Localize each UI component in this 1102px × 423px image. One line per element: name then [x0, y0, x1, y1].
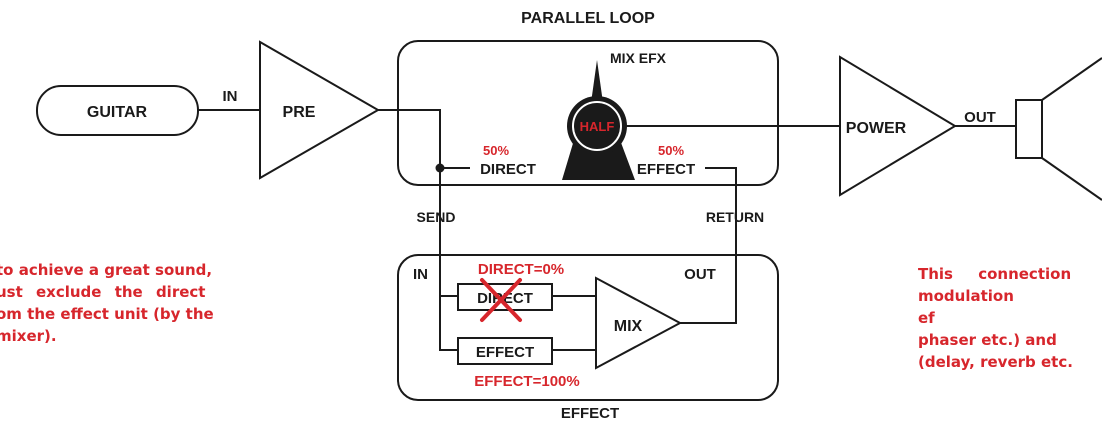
mix-triangle	[595, 276, 683, 370]
note-left-line-2: ust exclude the direct	[0, 281, 271, 303]
note-left-line-4: mixer).	[0, 327, 57, 345]
knob-half-label: HALF	[580, 119, 615, 134]
note-right: This connection modulation ef phaser etc…	[918, 263, 1102, 373]
note-right-line-2: modulation ef	[918, 285, 1102, 329]
effect-label: EFFECT	[637, 161, 695, 178]
in-label: IN	[223, 88, 238, 105]
wiring	[198, 109, 1016, 351]
note-left: to achieve a great sound, ust exclude th…	[0, 259, 271, 347]
note-right-line-2a: modulation	[918, 287, 1014, 305]
power-label: POWER	[846, 120, 907, 137]
note-right-line-4: (delay, reverb etc.	[918, 353, 1073, 371]
parallel-loop-box	[397, 40, 779, 186]
unit-in-label: IN	[413, 266, 428, 283]
direct-label: DIRECT	[480, 161, 536, 178]
effect-unit-box	[397, 254, 779, 401]
note-left-line-2-text: ust exclude the direct	[0, 283, 206, 301]
direct-zero-label: DIRECT=0%	[478, 261, 564, 278]
note-left-line-3: om the effect unit (by the	[0, 305, 214, 323]
out-label: OUT	[964, 109, 996, 126]
effect-percent: 50%	[658, 143, 684, 158]
knob-inner-ring	[572, 101, 622, 151]
power-amp-triangle	[839, 55, 957, 197]
wire-effect-return	[680, 167, 737, 324]
parallel-loop-title: PARALLEL LOOP	[521, 10, 655, 27]
mix-efx-label: MIX EFX	[610, 50, 667, 66]
effect-unit-label: EFFECT	[561, 405, 619, 422]
effect-box	[457, 337, 553, 365]
unit-out-label: OUT	[684, 266, 716, 283]
speaker-icon	[1015, 57, 1102, 201]
guitar-box	[36, 85, 199, 136]
note-left-line-1: to achieve a great sound,	[0, 261, 213, 279]
return-label: RETURN	[706, 209, 764, 225]
effect-box-label: EFFECT	[476, 344, 534, 361]
note-right-line-2b: ef	[918, 309, 935, 327]
mix-label: MIX	[614, 318, 643, 335]
pre-label: PRE	[283, 104, 316, 121]
wire-pre-to-send	[378, 109, 458, 351]
guitar-label: GUITAR	[87, 104, 148, 121]
mix-efx-knob: HALF	[562, 60, 635, 180]
note-right-line-1: This connection	[918, 265, 1072, 283]
effect-hundred-label: EFFECT=100%	[474, 373, 579, 390]
cross-mark-icon	[480, 278, 522, 322]
direct-percent: 50%	[483, 143, 509, 158]
send-label: SEND	[417, 209, 456, 225]
pre-amp-triangle	[259, 40, 381, 180]
note-right-line-3: phaser etc.) and	[918, 331, 1057, 349]
send-junction-dot	[435, 163, 445, 173]
knob-outer-ring	[567, 96, 627, 156]
